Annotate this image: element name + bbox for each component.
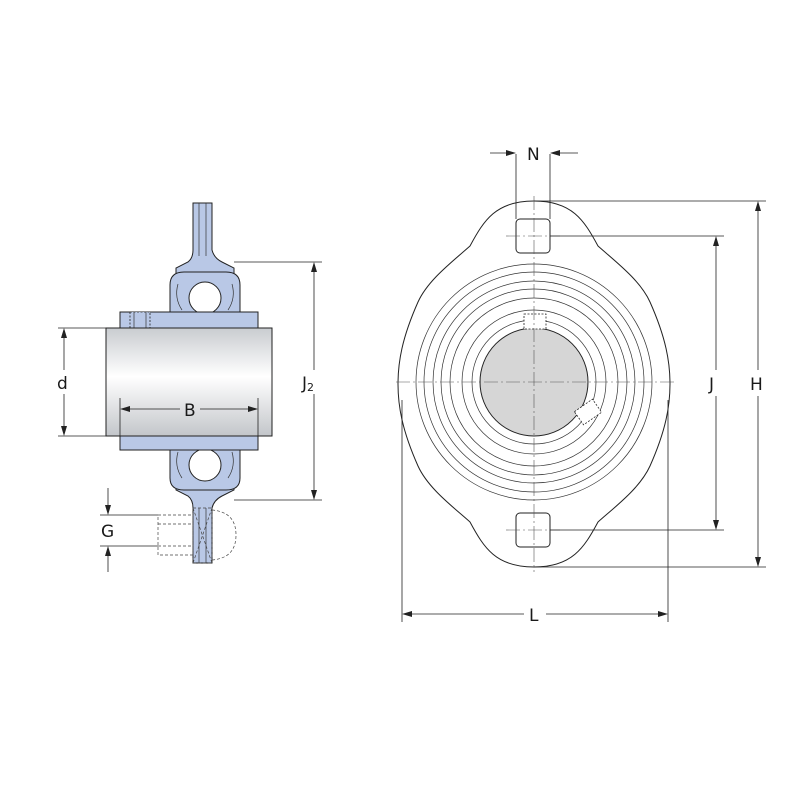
bearing-ring-lower [169,448,241,491]
bearing-ring-upper [169,271,241,315]
label-J: J [708,375,714,395]
set-screw [129,311,151,329]
dimension-d: d [57,327,106,437]
label-J2: J2 [301,374,314,394]
inner-ring-lower [119,435,259,451]
shaft [105,327,273,437]
label-G: G [101,522,114,542]
label-H: H [750,375,763,395]
dimension-L: L [401,400,669,626]
dimension-B: B [119,398,259,440]
label-d: d [57,374,68,394]
label-L: L [529,606,539,626]
setscrew-top [523,313,547,330]
mounting-bolt [157,507,237,564]
dimension-N: N [490,145,578,219]
label-B: B [184,401,196,421]
label-N: N [527,145,540,165]
front-view: N J H L [396,145,766,626]
ball [188,281,222,315]
dimension-J2: J2 [234,261,322,501]
dimension-J: J [550,235,724,531]
ball [188,448,222,482]
dimension-G: G [100,488,158,572]
setscrew-side [573,398,603,426]
dimension-H: H [534,200,766,568]
section-view: d B J2 G [57,202,322,572]
flange-lower [175,469,235,564]
